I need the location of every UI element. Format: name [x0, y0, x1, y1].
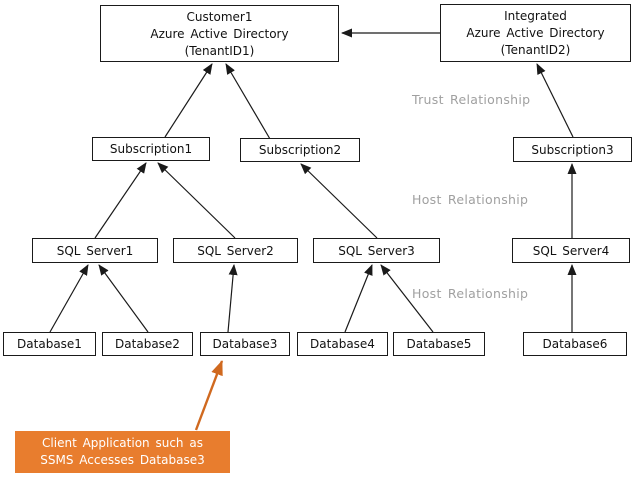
host-relationship-label-upper: Host Relationship — [412, 192, 529, 207]
node-database5: Database5 — [393, 332, 485, 356]
node-database3: Database3 — [200, 332, 290, 356]
arrow-sql-server1-to-subscription1 — [94, 162, 147, 239]
node-sql-server1: SQL Server1 — [32, 238, 158, 263]
arrow-client-application-to-database3 — [194, 360, 224, 431]
node-subscription2: Subscription2 — [240, 138, 360, 162]
arrow-database5-to-sql-server3 — [380, 264, 434, 333]
arrow-database1-to-sql-server1 — [49, 264, 89, 333]
node-customer1-aad: Customer1 Azure Active Directory (Tenant… — [100, 5, 339, 62]
host-relationship-label-lower: Host Relationship — [412, 286, 529, 301]
node-subscription1: Subscription1 — [92, 137, 210, 161]
node-integrated-aad-line1: Integrated — [504, 9, 567, 23]
arrow-subscription3-to-integrated-aad — [536, 63, 574, 138]
node-database2: Database2 — [102, 332, 193, 356]
arrow-database2-to-sql-server1 — [98, 264, 149, 333]
node-database1: Database1 — [3, 332, 96, 356]
arrow-subscription1-to-customer1-aad — [164, 63, 213, 138]
arrow-sql-server3-to-subscription2 — [300, 163, 378, 239]
node-database4: Database4 — [297, 332, 388, 356]
trust-relationship-label: Trust Relationship — [412, 92, 531, 107]
node-sql-server2: SQL Server2 — [173, 238, 298, 263]
node-integrated-aad-line3: (TenantID2) — [500, 43, 571, 57]
node-customer1-aad-line3: (TenantID1) — [184, 44, 255, 58]
node-customer1-aad-line2: Azure Active Directory — [150, 27, 289, 41]
node-sql-server3: SQL Server3 — [313, 238, 440, 263]
node-integrated-aad: Integrated Azure Active Directory (Tenan… — [440, 4, 631, 62]
client-application-callout-line2: SSMS Accesses Database3 — [40, 453, 205, 467]
arrow-subscription2-to-customer1-aad — [225, 63, 271, 140]
arrow-sql-server2-to-subscription1 — [157, 162, 236, 239]
client-application-callout: Client Application such as SSMS Accesses… — [15, 431, 230, 473]
arrow-database4-to-sql-server3 — [344, 264, 373, 333]
arrow-database3-to-sql-server2 — [227, 264, 238, 333]
node-database6: Database6 — [523, 332, 627, 356]
node-subscription3: Subscription3 — [513, 137, 632, 162]
node-sql-server4: SQL Server4 — [512, 238, 630, 263]
node-integrated-aad-line2: Azure Active Directory — [466, 26, 605, 40]
node-customer1-aad-line1: Customer1 — [186, 10, 253, 24]
client-application-callout-line1: Client Application such as — [42, 436, 203, 450]
